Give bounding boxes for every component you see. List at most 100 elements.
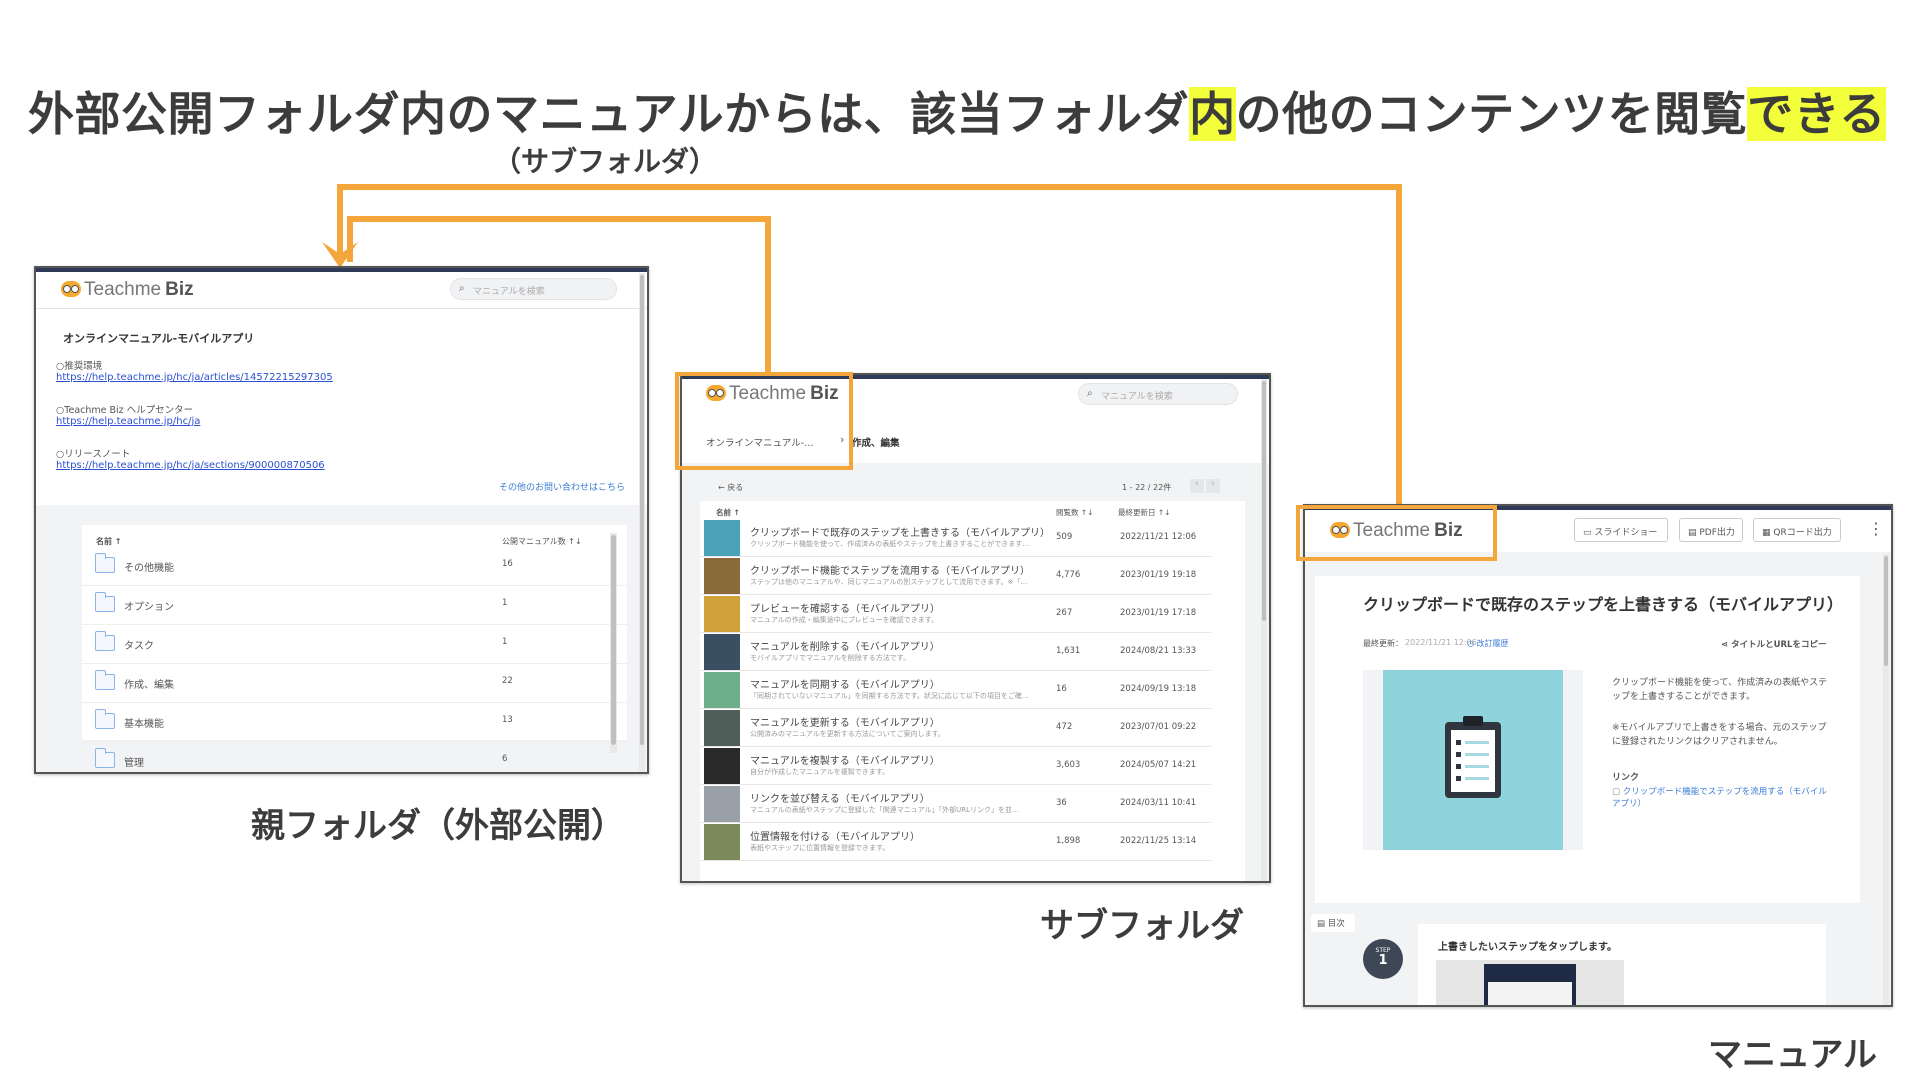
manual-description: クリップボード機能を使って、作成済みの表紙やステップを上書きすることができます。 <box>1612 678 1828 702</box>
article-row[interactable]: クリップボードで既存のステップを上書きする（モバイルアプリ）クリップボード機能を… <box>700 519 1211 557</box>
folder-icon <box>94 709 115 729</box>
revision-history-link[interactable]: ◷ 改訂履歴 <box>1467 639 1509 648</box>
headline-note: （サブフォルダ） <box>493 145 718 178</box>
article-row[interactable]: クリップボード機能でステップを流用する（モバイルアプリ）ステップは他のマニュアル… <box>700 557 1211 595</box>
article-row[interactable]: マニュアルを複製する（モバイルアプリ）自分が作成したマニュアルを複製できます。3… <box>700 747 1211 785</box>
step-text: 上書きしたいステップをタップします。 <box>1438 942 1617 953</box>
share-icon: ⋖ <box>1721 640 1732 650</box>
breadcrumb-current: 作成、編集 <box>852 438 900 449</box>
column-count[interactable]: 公開マニュアル数 ↑↓ <box>502 537 582 546</box>
manual-card: クリップボードで既存のステップを上書きする（モバイルアプリ） 最終更新： 202… <box>1315 576 1860 903</box>
article-row[interactable]: 位置情報を付ける（モバイルアプリ）表紙やステップに位置情報を登録できます。1,8… <box>700 823 1211 861</box>
caption-sub-folder: サブフォルダ <box>1040 906 1244 946</box>
article-thumbnail <box>704 672 740 708</box>
pagination-label: 1 - 22 / 22件 <box>1122 483 1172 492</box>
more-menu-button[interactable]: ⋮ <box>1868 519 1884 538</box>
breadcrumb-parent[interactable]: オンラインマニュアル-… <box>706 438 814 449</box>
column-name[interactable]: 名前 ↑ <box>716 508 740 517</box>
qr-icon: ▦ <box>1762 528 1774 538</box>
section-label: ○リリースノート <box>56 449 131 460</box>
column-updated[interactable]: 最終更新日 ↑↓ <box>1118 508 1171 517</box>
link-heading: リンク <box>1612 773 1640 783</box>
section-label: ○Teachme Biz ヘルプセンター <box>56 405 194 416</box>
caption-manual: マニュアル <box>1708 1035 1877 1075</box>
arrow-sub-to-parent <box>347 216 771 376</box>
manual-title: クリップボードで既存のステップを上書きする（モバイルアプリ） <box>1363 595 1844 614</box>
updated-value: 2022/11/21 12:06 <box>1405 638 1477 647</box>
headline: 外部公開フォルダ内のマニュアルからは、該当フォルダ内の他のコンテンツを閲覧できる <box>28 87 1886 141</box>
folder-title: オンラインマニュアル-モバイルアプリ <box>63 332 255 345</box>
article-thumbnail <box>704 710 740 746</box>
owl-icon <box>1330 522 1350 538</box>
breadcrumb-separator: › <box>840 433 845 446</box>
article-thumbnail <box>704 520 740 556</box>
folder-icon <box>94 592 115 612</box>
scrollbar[interactable] <box>639 273 645 772</box>
toc-button[interactable]: ▤ 目次 <box>1311 914 1355 932</box>
slideshow-button[interactable]: ▭ スライドショー <box>1574 518 1668 542</box>
scrollbar[interactable] <box>1883 554 1889 1005</box>
arrow-manual-to-parent <box>337 184 1402 511</box>
article-thumbnail <box>704 824 740 860</box>
section-link[interactable]: https://help.teachme.jp/hc/ja/sections/9… <box>56 460 325 471</box>
scrollbar[interactable] <box>610 533 617 753</box>
pdf-export-button[interactable]: ▤ PDF出力 <box>1679 518 1743 542</box>
section-label: ○推奨環境 <box>56 361 103 372</box>
article-thumbnail <box>704 558 740 594</box>
caption-parent-folder: 親フォルダ（外部公開） <box>251 806 625 846</box>
slideshow-icon: ▭ <box>1583 528 1595 538</box>
article-thumbnail <box>704 634 740 670</box>
folder-icon <box>94 670 115 690</box>
qr-export-button[interactable]: ▦ QRコード出力 <box>1753 518 1841 542</box>
scrollbar[interactable] <box>1261 379 1267 881</box>
search-input[interactable]: ⌕マニュアルを検索 <box>450 278 617 300</box>
folder-icon <box>94 553 115 573</box>
pdf-icon: ▤ <box>1688 528 1700 538</box>
back-button[interactable]: ← 戻る <box>718 483 744 492</box>
highlight-logo <box>1296 505 1497 561</box>
section-link[interactable]: https://help.teachme.jp/hc/ja/articles/1… <box>56 372 333 383</box>
article-row[interactable]: マニュアルを更新する（モバイルアプリ）公開済みのマニュアルを更新する方法について… <box>700 709 1211 747</box>
step-badge: STEP 1 <box>1363 939 1403 979</box>
owl-icon <box>61 281 81 297</box>
search-input[interactable]: ⌕マニュアルを検索 <box>1078 383 1238 405</box>
step-screenshot <box>1436 960 1624 1005</box>
article-row[interactable]: マニュアルを同期する（モバイルアプリ）「同期されていないマニュアル」を同期する方… <box>700 671 1211 709</box>
clipboard-icon <box>1445 716 1501 798</box>
cover-image <box>1363 670 1583 850</box>
highlight-breadcrumb <box>675 372 853 470</box>
article-thumbnail <box>704 748 740 784</box>
article-thumbnail <box>704 596 740 632</box>
related-link[interactable]: ▢ クリップボード機能でステップを流用する（モバイルアプリ） <box>1612 787 1827 809</box>
manual-note: ※モバイルアプリで上書きをする場合、元のステップに登録されたリンクはクリアされま… <box>1612 723 1827 747</box>
pagination-next[interactable]: › <box>1206 479 1220 493</box>
folder-icon <box>94 631 115 651</box>
article-row[interactable]: マニュアルを削除する（モバイルアプリ）モバイルアプリでマニュアルを削除する方法で… <box>700 633 1211 671</box>
column-name[interactable]: 名前 ↑ <box>96 537 122 546</box>
copy-title-url-button[interactable]: ⋖ タイトルとURLをコピー <box>1721 640 1827 650</box>
step-card: 上書きしたいステップをタップします。 <box>1418 924 1826 1005</box>
section-link[interactable]: https://help.teachme.jp/hc/ja <box>56 416 201 427</box>
article-thumbnail <box>704 786 740 822</box>
article-row[interactable]: プレビューを確認する（モバイルアプリ）マニュアルの作成・編集途中にプレビューを確… <box>700 595 1211 633</box>
search-icon: ⌕ <box>459 283 465 294</box>
column-views[interactable]: 閲覧数 ↑↓ <box>1056 508 1094 517</box>
pagination-prev[interactable]: ‹ <box>1190 479 1204 493</box>
article-row[interactable]: リンクを並び替える（モバイルアプリ）マニュアルの表紙やステップに登録した「関連マ… <box>700 785 1211 823</box>
contact-link[interactable]: その他のお問い合わせはこちら <box>499 483 626 493</box>
header-divider <box>36 308 647 309</box>
owl-icon <box>706 385 726 401</box>
